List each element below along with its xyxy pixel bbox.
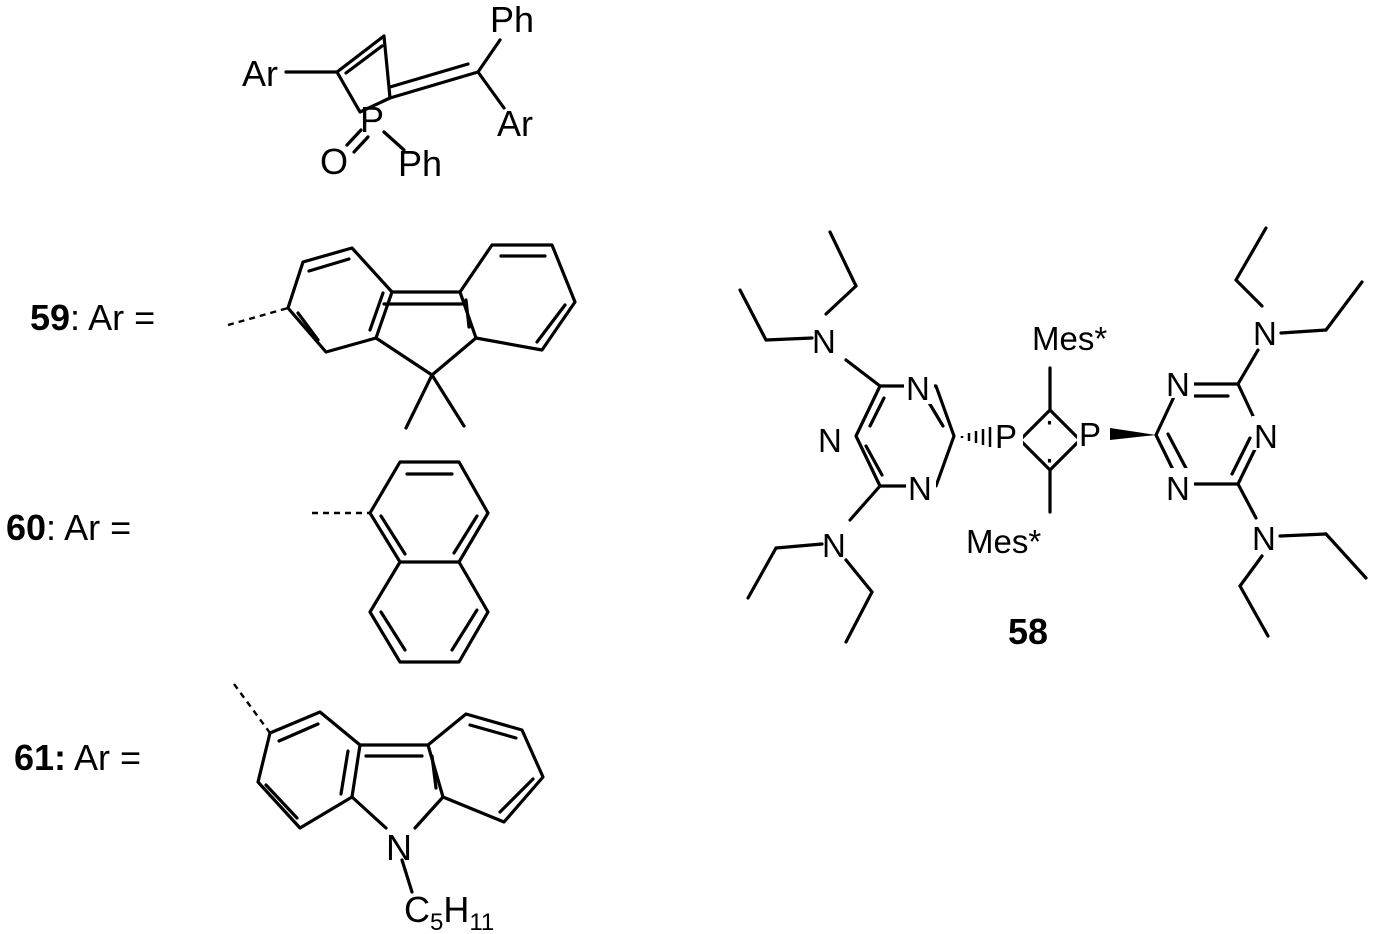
- solid-wedge-right: [1110, 428, 1156, 440]
- aryl-label-right: Ar: [497, 103, 533, 144]
- oxygen-label: O: [320, 141, 348, 182]
- triazine-left: N N N N N: [738, 230, 956, 644]
- compound-58-label: 58: [1008, 611, 1048, 652]
- triazine-right-n3: N: [1166, 470, 1190, 507]
- compound-60-caption: 60: Ar =: [6, 507, 131, 548]
- compound-58-structure: Mes* Mes* · · P P N N N: [738, 226, 1368, 652]
- amine-right-top-n: N: [1253, 315, 1277, 352]
- phosphete-structure: Ar Ph Ar P O Ph: [242, 0, 534, 184]
- amine-right-bottom-n: N: [1252, 520, 1276, 557]
- carbazolyl-structure: N C5H11: [233, 683, 545, 934]
- triazine-right-n2: N: [1254, 418, 1278, 455]
- phenyl-label-top: Ph: [490, 0, 534, 40]
- triazine-left-n2: N: [818, 422, 842, 459]
- hashed-wedge-left: [960, 427, 992, 447]
- triazine-left-n3: N: [908, 470, 932, 507]
- phenyl-label-bottom: Ph: [398, 143, 442, 184]
- naphthyl-structure: [312, 460, 490, 664]
- pentyl-formula: C5H11: [404, 889, 494, 934]
- compound-59-caption: 59: Ar =: [30, 297, 155, 338]
- triazine-left-n1: N: [906, 370, 930, 407]
- radical-dot-top: ·: [1044, 402, 1055, 439]
- phosphorus-left: P: [995, 418, 1017, 455]
- triazine-right: N N N N N: [1154, 226, 1368, 638]
- carbazole-nitrogen: N: [386, 827, 412, 868]
- compound-59-row: 59: Ar =: [30, 243, 577, 430]
- triazine-right-n1: N: [1166, 366, 1190, 403]
- fluorenyl-structure: [227, 243, 577, 430]
- mesityl-bottom: Mes*: [966, 523, 1041, 560]
- amine-left-top-n: N: [812, 323, 836, 360]
- aryl-label-left: Ar: [242, 53, 278, 94]
- phosphorus-label: P: [360, 99, 384, 140]
- compound-60-row: 60: Ar =: [6, 460, 490, 664]
- amine-left-bottom-n: N: [822, 527, 846, 564]
- phosphorus-right: P: [1079, 416, 1101, 453]
- mesityl-top: Mes*: [1032, 320, 1107, 357]
- compound-61-row: 61: Ar = N C5H11: [14, 683, 545, 934]
- radical-dot-bottom: ·: [1044, 440, 1055, 477]
- compound-61-caption: 61: Ar =: [14, 737, 141, 778]
